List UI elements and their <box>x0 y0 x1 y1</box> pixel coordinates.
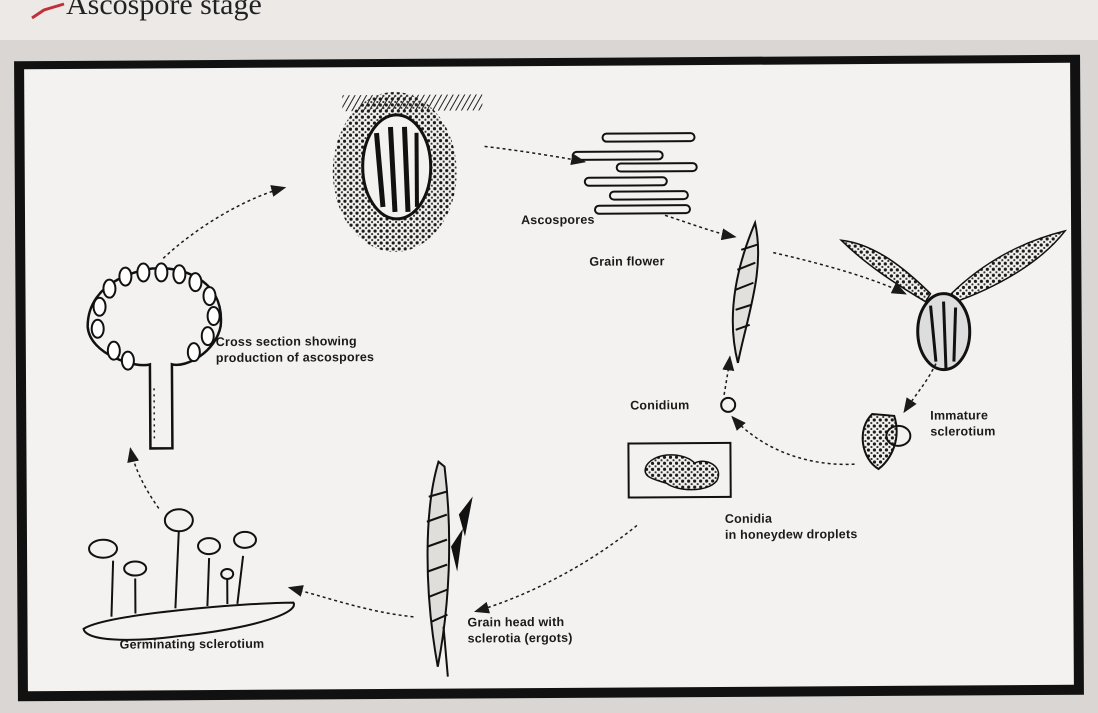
arrow-grainhead-to-germinating <box>289 587 413 618</box>
germinating-sclerotium-illustration <box>83 509 294 641</box>
ergot-life-cycle-diagram: Ascospores Grain flower Cross section sh… <box>24 63 1074 691</box>
label-germinating: Germinating sclerotium <box>120 636 265 653</box>
label-ascospores: Ascospores <box>521 212 595 228</box>
label-grain-head-line1: Grain head with <box>467 614 564 631</box>
perithecium-illustration <box>332 91 483 252</box>
label-conidia-line1: Conidia <box>725 511 772 527</box>
label-grain-head-line2: sclerotia (ergots) <box>468 630 573 647</box>
label-conidia-line2: in honeydew droplets <box>725 526 858 543</box>
arrow-sclerotium-to-conidium <box>732 416 854 465</box>
arrow-perithecium-to-ascospores <box>485 146 585 163</box>
ovary-with-stigmas-illustration <box>841 231 1066 370</box>
arrow-conidium-to-flower <box>724 357 730 395</box>
page-title: Ascospore stage <box>66 0 262 22</box>
label-cross-section-line2: production of ascospores <box>216 349 374 366</box>
conidium-circle <box>721 398 735 412</box>
label-grain-flower: Grain flower <box>589 253 664 269</box>
label-immature-line1: Immature <box>930 407 988 423</box>
label-immature-line2: sclerotium <box>930 423 995 439</box>
conidia-box-illustration <box>628 443 730 498</box>
immature-sclerotium-illustration <box>863 414 911 469</box>
arrow-ascospores-to-flower <box>665 215 735 237</box>
label-conidium: Conidium <box>630 397 689 413</box>
arrow-conidia-to-grainhead <box>475 525 638 611</box>
check-mark-icon <box>30 2 66 20</box>
label-cross-section-line1: Cross section showing <box>216 333 357 350</box>
page-header: Ascospore stage <box>0 0 1098 40</box>
ascospores-illustration <box>573 133 697 214</box>
arrow-stroma-to-perithecium <box>163 188 285 259</box>
grain-flower-illustration <box>732 223 759 363</box>
diagram-drawing <box>24 63 1074 691</box>
arrow-ovary-to-sclerotium <box>904 364 936 412</box>
stroma-cross-section-illustration <box>87 263 221 449</box>
arrow-germinating-to-stroma <box>130 448 158 508</box>
